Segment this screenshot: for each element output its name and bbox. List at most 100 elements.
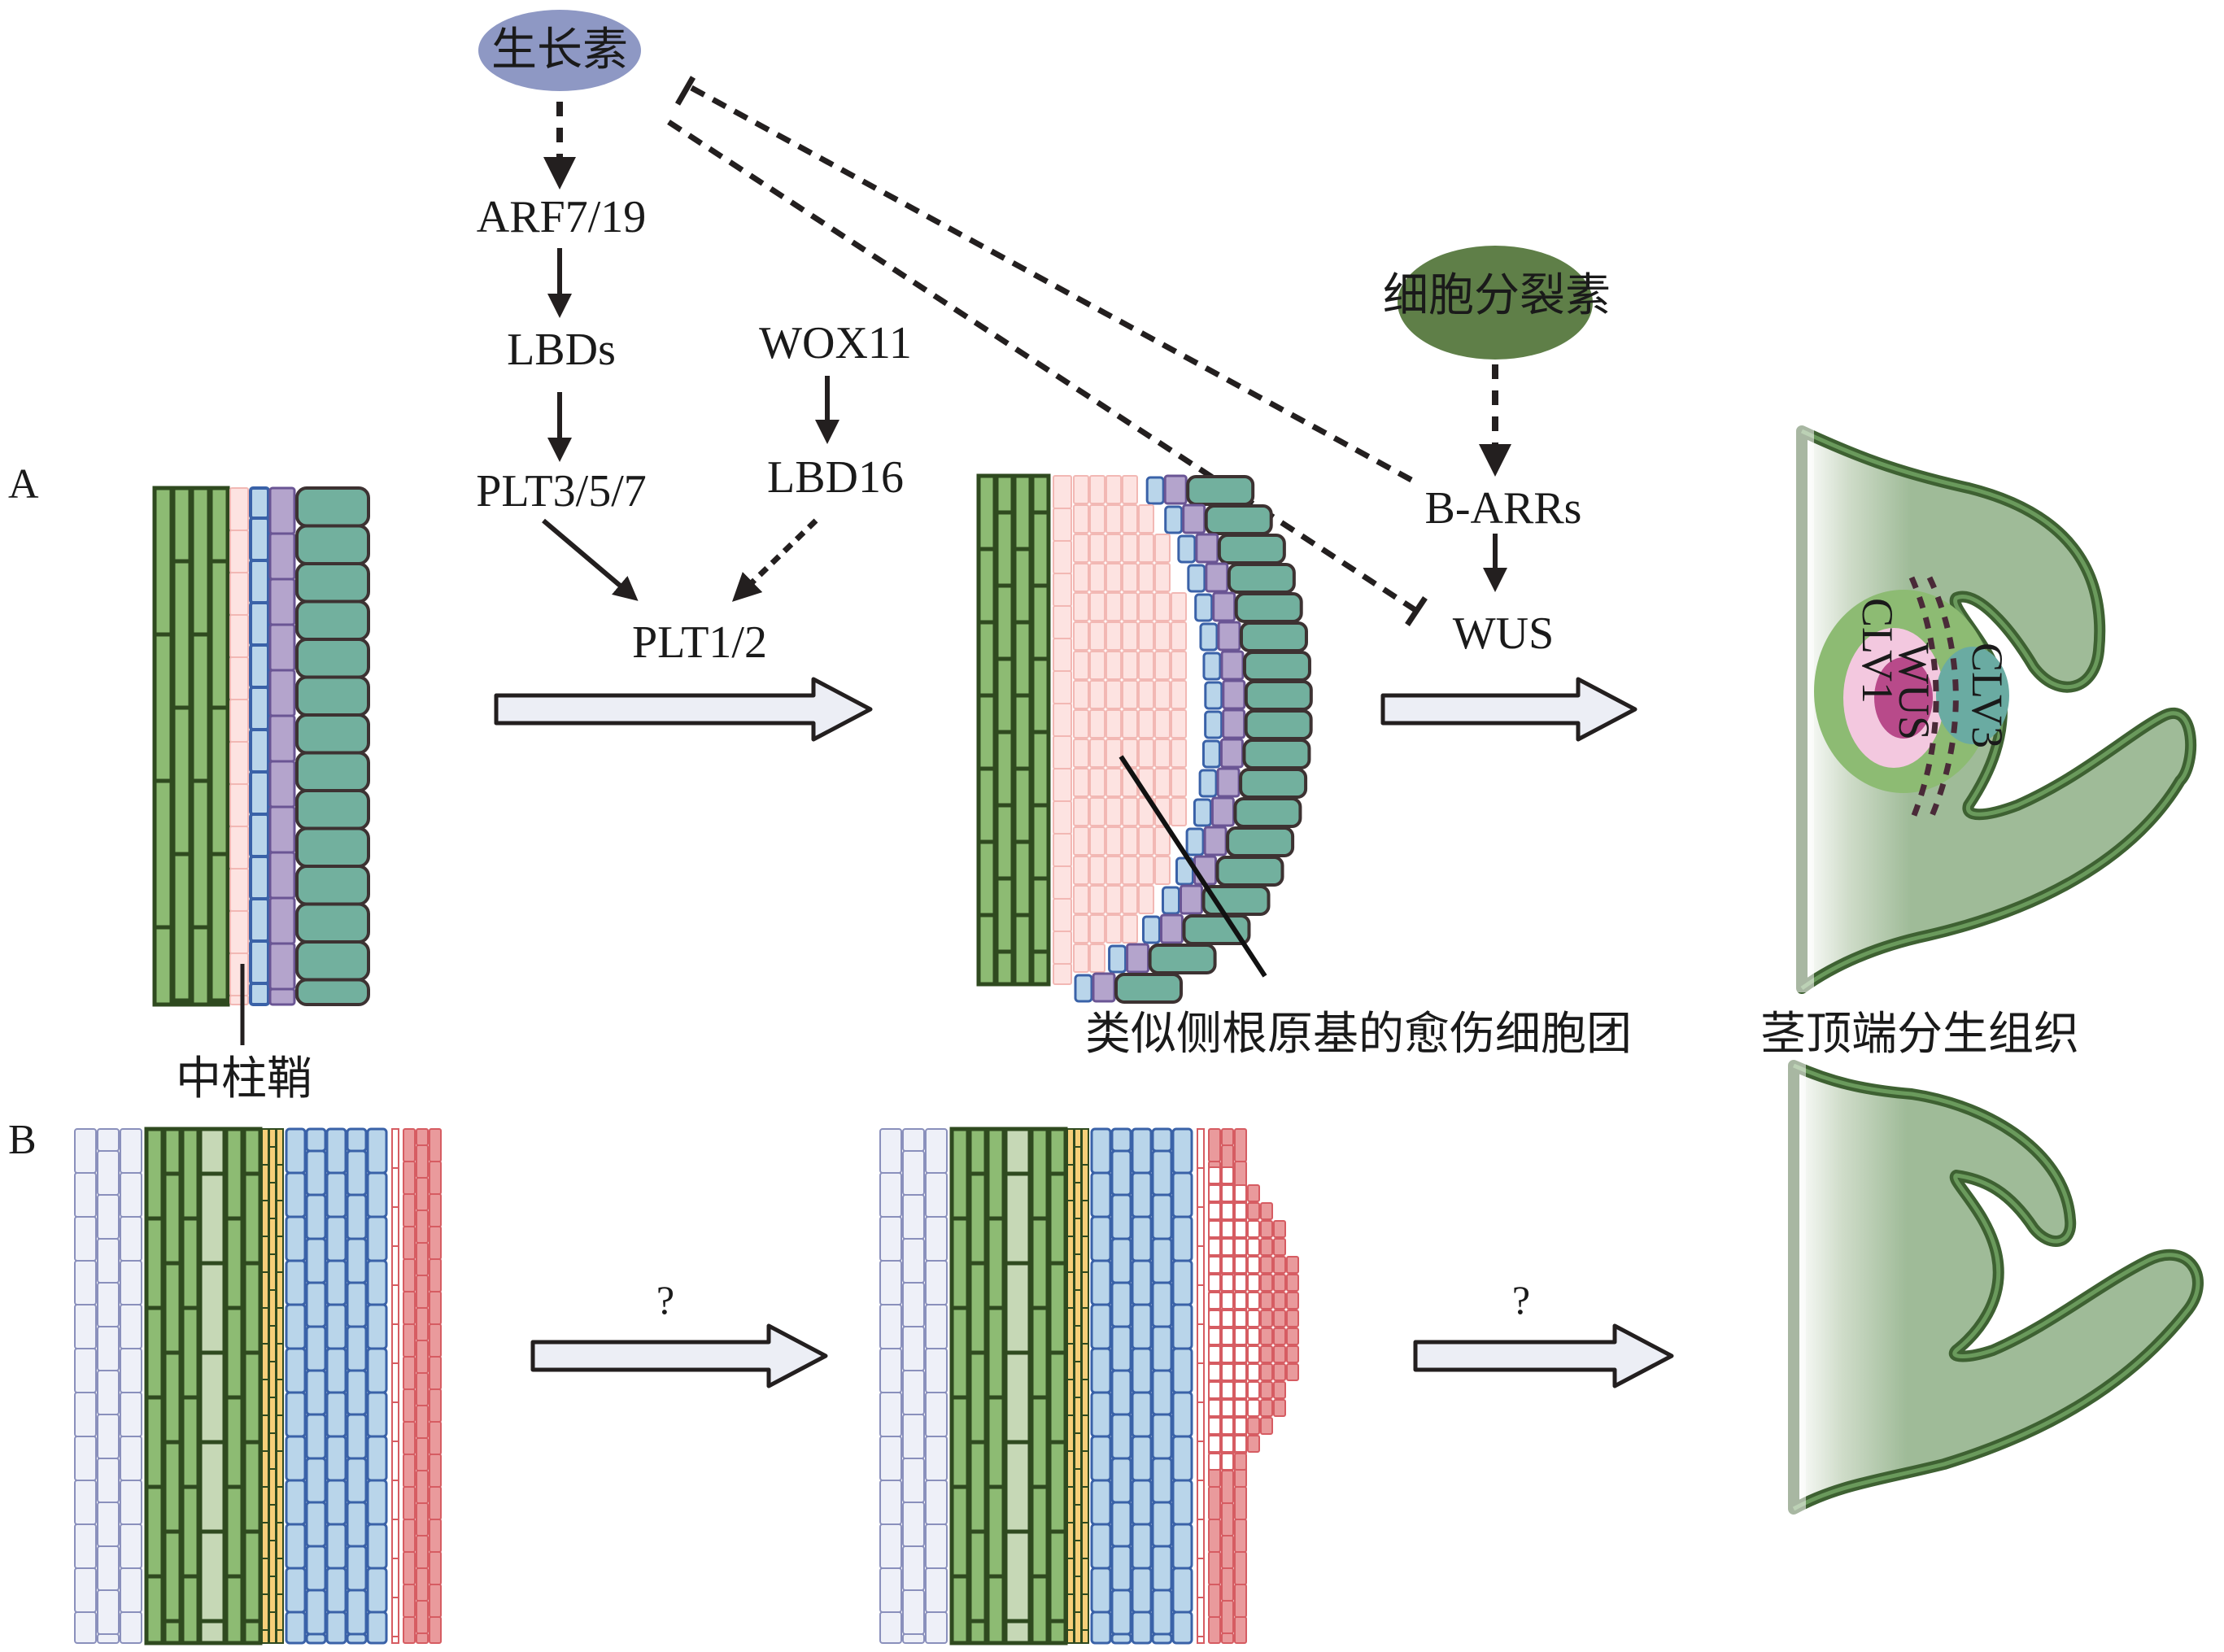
vascular-cell [162,1127,183,1176]
cortex-cell [120,1172,142,1218]
epidermis-cell [295,902,370,944]
vascular-cell [985,1127,1006,1221]
epidermis-cell [1208,1616,1221,1644]
cortex-cell [268,486,296,535]
callus-cell [1138,826,1154,856]
phloem-cell [1074,1611,1082,1644]
epidermis-cell [1233,797,1302,828]
callus-cell [1208,1220,1221,1238]
callus-cell [1221,1435,1234,1453]
epidermis-cell [391,1441,399,1481]
callus-cell [1208,1238,1221,1256]
xylem-cell [171,559,193,710]
callus-cell [1154,768,1171,797]
epidermis-cell [429,1258,442,1292]
cortex-cell [97,1502,120,1547]
phloem-cell [276,1379,284,1416]
callus-cell [1171,651,1187,680]
vascular-cell [144,1127,165,1221]
xylem-cell [190,632,211,783]
callus-cell [1073,680,1089,709]
callus-cell [1221,1238,1234,1256]
phloem-cell [268,1504,277,1541]
epidermis-cell [416,1210,429,1244]
cortex-cell [285,1567,307,1614]
callus-cell [1260,1381,1273,1399]
cortex-cell [925,1172,948,1218]
cortex-cell [120,1216,142,1262]
xylem-cell [976,913,997,987]
epidermis-cell [1197,1362,1205,1403]
cortex-cell [120,1436,142,1481]
callus-cell [1089,739,1105,768]
xylem-cell [1012,693,1033,771]
cortex-cell [97,1194,120,1240]
pericycle-cell [1053,735,1072,769]
phloem-cell [268,1397,277,1434]
phloem-cell [276,1558,284,1595]
callus-cell [1089,563,1105,592]
cortex-cell [1171,1611,1193,1645]
vascular-cell [949,1305,970,1400]
phloem-cell [1066,1343,1075,1380]
phloem-cell [1074,1468,1082,1506]
callus-cell [1208,1381,1221,1399]
cortex-cell [902,1633,925,1644]
callus-cell [1260,1345,1273,1363]
pericycle-cell [1053,768,1072,802]
epidermis-cell [416,1128,429,1146]
phloem-cell [268,1576,277,1613]
callus-cell [1247,1345,1260,1363]
callus-cell [1247,1363,1260,1381]
cortex-cell [1110,1589,1132,1636]
callus-cell [1234,1435,1247,1453]
endodermis-cell [249,770,270,816]
callus-cell [1089,651,1105,680]
vascular-cell [242,1619,263,1645]
xylem-cell [171,486,193,564]
cortex-cell [925,1567,948,1613]
callus-cell [1105,504,1122,534]
pericycle-cell [1053,540,1072,574]
vascular-cell [162,1171,183,1266]
phloem-cell [1074,1540,1082,1577]
phloem-cell [268,1218,277,1255]
cortex-cell [346,1193,368,1240]
cortex-cell [325,1611,347,1645]
callus-cell [1122,914,1138,944]
callus-cell [1122,680,1138,709]
callus-cell [1260,1399,1273,1417]
vascular-cell [224,1305,245,1400]
cortex-cell [1216,767,1241,798]
cortex-cell [366,1347,388,1394]
vascular-cell [162,1261,183,1355]
cortex-cell [1171,1391,1193,1438]
xylem-cell [1030,949,1051,987]
callus-cell [1273,1256,1286,1274]
callus-cell [1073,856,1089,885]
xylem-cell [976,766,997,844]
vascular-cell [1029,1127,1050,1221]
callus-cell [1154,534,1171,563]
phloem-cell [1074,1361,1082,1398]
epidermis-cell [1148,944,1217,974]
epidermis-cell [429,1584,442,1618]
pericycle-cell [229,614,249,658]
epidermis-cell [391,1480,399,1520]
callus-cell [1105,739,1122,768]
callus-cell [1089,680,1105,709]
vascular-cell [1047,1440,1068,1534]
cortex-cell [1090,1215,1112,1262]
cortex-cell [268,669,296,717]
cortex-cell [1219,738,1244,769]
callus-cell [1286,1327,1299,1345]
cortex-cell [120,1128,142,1174]
cortex-cell [97,1326,120,1371]
vascular-cell [144,1484,165,1579]
cortex-cell [346,1237,368,1284]
stem-tissue-before [74,1127,442,1645]
callus-cell [1234,1363,1247,1381]
xylem-cell [1030,656,1051,734]
cortex-cell [1171,1259,1193,1306]
epidermis-cell [429,1616,442,1644]
